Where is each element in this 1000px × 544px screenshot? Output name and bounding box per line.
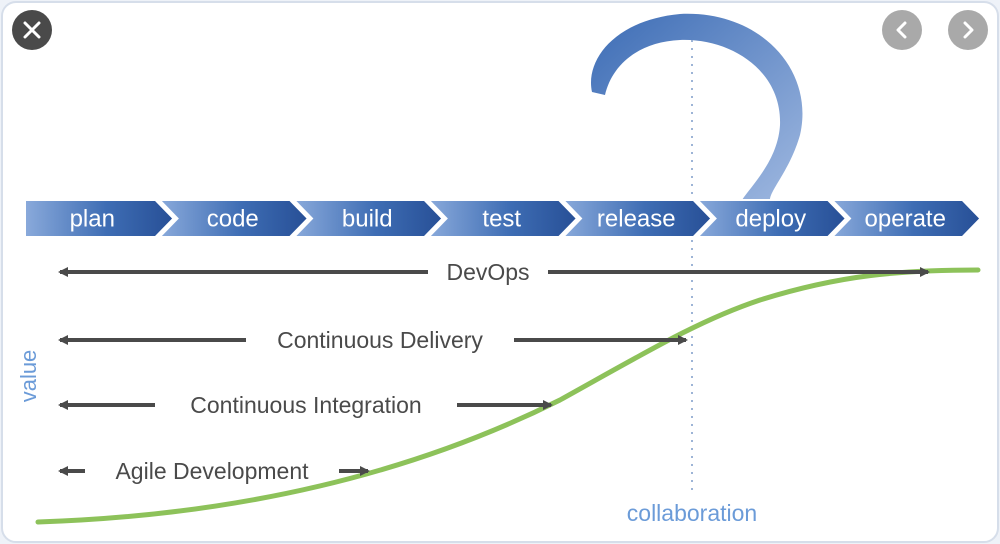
close-icon — [23, 21, 41, 39]
stage-chevrons: plan code build test release deploy operate — [24, 199, 982, 238]
stage-chevron-deploy — [695, 199, 848, 238]
close-button[interactable] — [12, 10, 52, 50]
stage-chevron-plan — [24, 199, 175, 238]
x-axis-label: collaboration — [627, 500, 757, 526]
value-curve — [35, 267, 981, 525]
previous-button[interactable] — [882, 10, 922, 50]
y-axis-label: value — [16, 350, 41, 403]
stage-chevron-code — [157, 199, 310, 238]
feedback-swoosh — [591, 13, 803, 201]
chevron-left-icon — [896, 21, 907, 39]
stage-label-test: test — [482, 206, 521, 233]
bar-label-continuous-delivery: Continuous Delivery — [277, 327, 483, 353]
stage-chevron-test — [426, 199, 579, 238]
chevron-right-icon — [963, 21, 974, 39]
bar-label-devops: DevOps — [446, 259, 529, 285]
next-button[interactable] — [948, 10, 988, 50]
stage-chevron-release — [560, 199, 713, 238]
stage-label-plan: plan — [70, 206, 115, 233]
stage-label-operate: operate — [865, 206, 946, 233]
stage-chevron-operate — [829, 199, 982, 238]
bar-label-continuous-integration: Continuous Integration — [190, 392, 421, 418]
stage-label-deploy: deploy — [735, 206, 806, 233]
bar-label-agile-development: Agile Development — [115, 458, 309, 484]
stage-chevron-build — [291, 199, 444, 238]
stage-label-build: build — [342, 206, 393, 233]
stage-label-release: release — [597, 206, 676, 233]
stage-label-code: code — [207, 206, 259, 233]
